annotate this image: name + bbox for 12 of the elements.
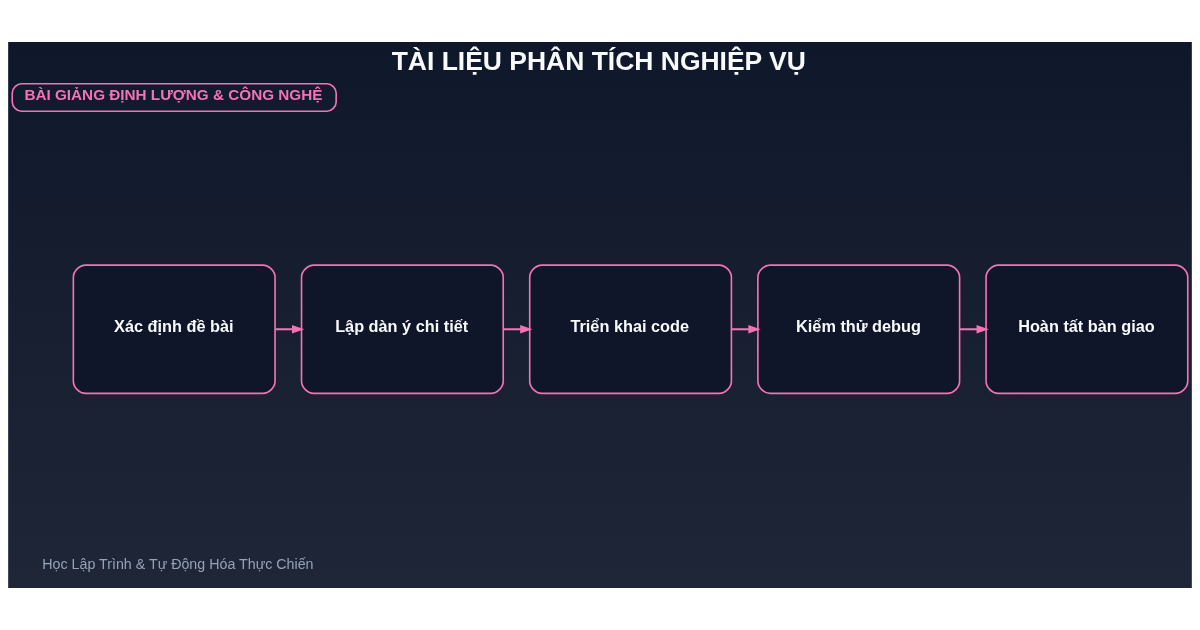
node-box: Xác định đề bài bbox=[72, 264, 276, 395]
node-box: BÀI GIẢNG ĐỊNH LƯỢNG & CÔNG NGHỆ bbox=[11, 82, 337, 113]
arrow bbox=[275, 324, 305, 334]
node-box: Triển khai code bbox=[528, 264, 733, 395]
label: Học Lập Trình & Tự Động Hóa Thực Chiến bbox=[42, 556, 314, 573]
node-box: Hoàn tất bàn giao bbox=[985, 264, 1189, 395]
arrow bbox=[959, 324, 989, 334]
arrow bbox=[731, 324, 761, 334]
diagram-title: TÀI LIỆU PHÂN TÍCH NGHIỆP VỤ bbox=[391, 46, 806, 77]
node-box: Kiểm thử debug bbox=[757, 264, 961, 395]
node-box: Lập dàn ý chi tiết bbox=[300, 264, 505, 395]
arrow bbox=[503, 324, 533, 334]
